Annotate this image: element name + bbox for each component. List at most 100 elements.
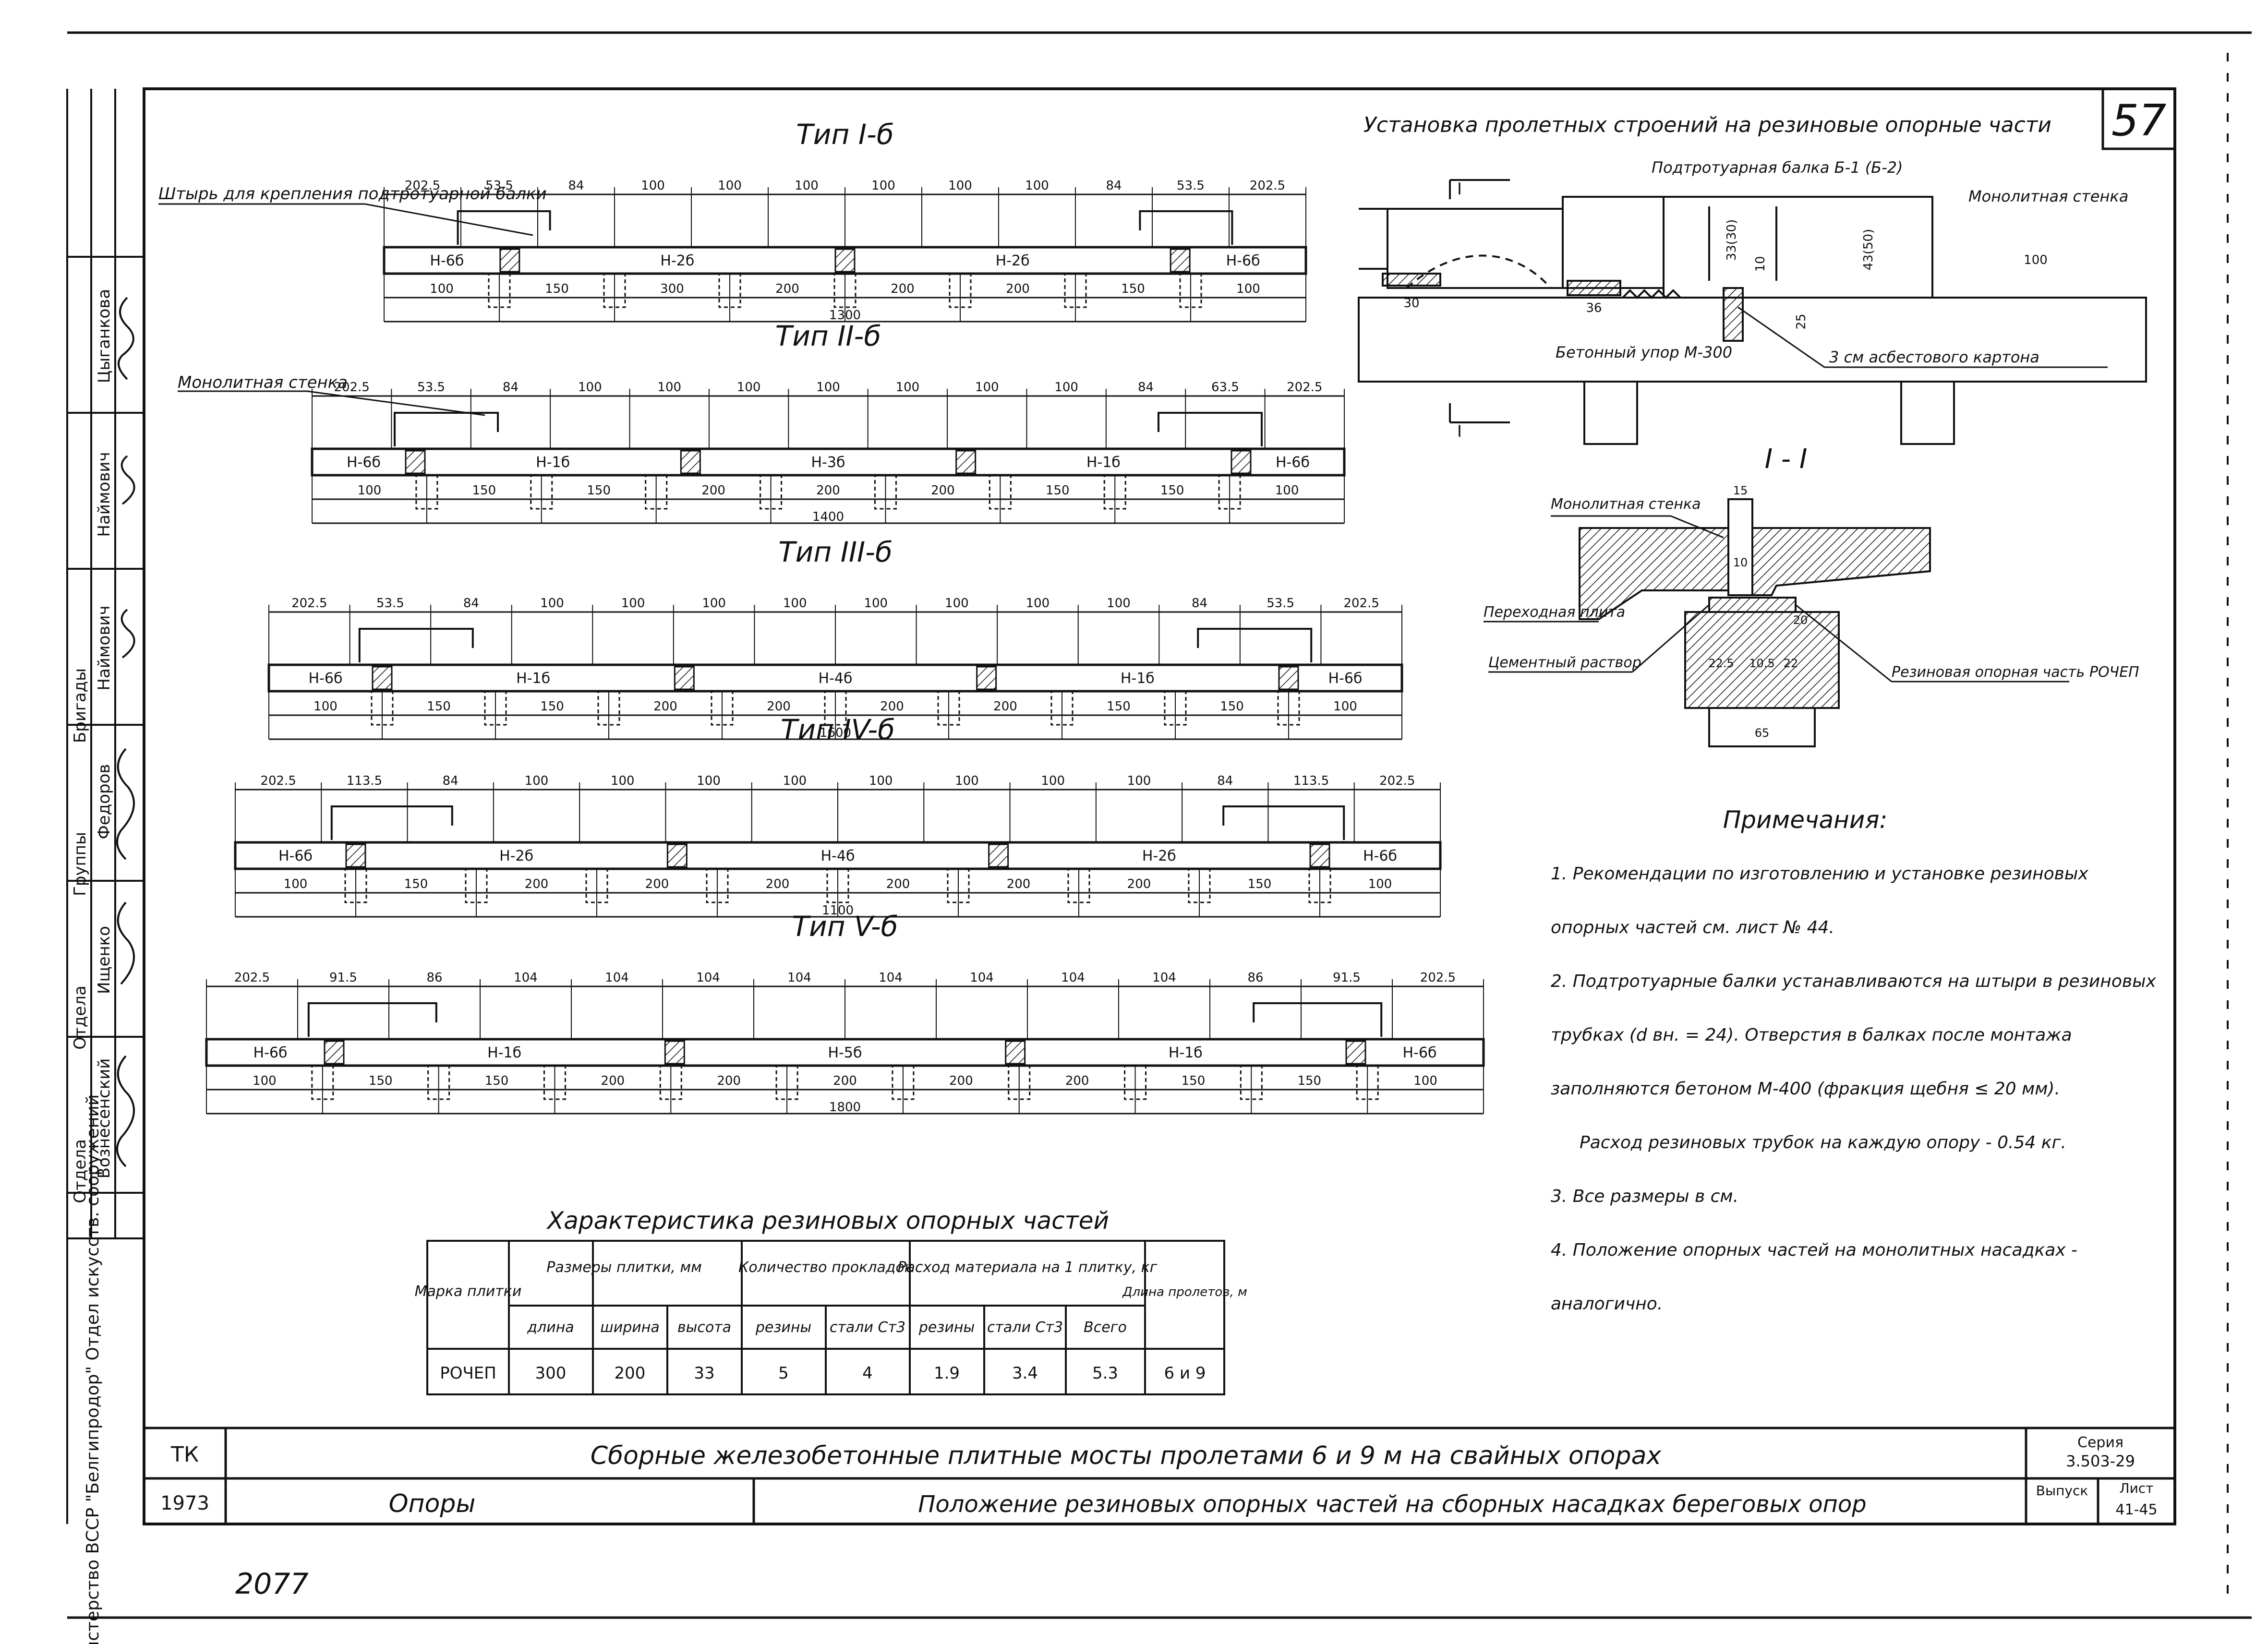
slab-label: Н-1б (536, 454, 570, 471)
dimension-label: 200 (701, 483, 725, 498)
svg-text:Серия: Серия (2077, 1434, 2123, 1451)
svg-text:резины: резины (755, 1319, 811, 1336)
dimension-label: 100 (657, 380, 681, 395)
svg-text:I: I (1457, 422, 1462, 441)
dimension-label: 200 (1065, 1074, 1089, 1088)
dimension-label: 100 (1041, 774, 1065, 788)
slab-label: Н-6б (278, 848, 313, 864)
dimension-label: 104 (970, 971, 994, 985)
dimension-label: 202.5 (291, 596, 327, 611)
dimension-label: 104 (787, 971, 811, 985)
dimension-label: 150 (1121, 282, 1145, 296)
dimension-label: 100 (955, 774, 979, 788)
svg-text:Лист: Лист (2120, 1480, 2154, 1496)
svg-text:Отдела: Отдела (71, 1139, 90, 1203)
dimension-label: 113.5 (347, 774, 382, 788)
svg-text:Наймович: Наймович (95, 605, 114, 690)
dimension-label: 150 (1182, 1074, 1206, 1088)
section-view-title: Установка пролетных строений на резиновы… (1363, 113, 2051, 137)
dimension-label: 84 (443, 774, 458, 788)
dimension-label: 86 (426, 971, 442, 985)
dimension-label: 200 (653, 699, 677, 714)
svg-text:1.9: 1.9 (934, 1364, 960, 1383)
sheet-number: 57 (2111, 96, 2167, 146)
title-block: ТК 1973 Сборные железобетонные плитные м… (144, 1428, 2175, 1524)
slab-label: Н-6б (430, 252, 464, 269)
dimension-label: 100 (1127, 774, 1151, 788)
dimension-label: 100 (358, 483, 382, 498)
total-length: 1300 (829, 308, 861, 323)
svg-text:5.3: 5.3 (1092, 1364, 1118, 1383)
dimension-label: 100 (871, 179, 895, 193)
slab-label: Н-2б (996, 252, 1030, 269)
dimension-label: 200 (525, 877, 549, 891)
dimension-label: 53.5 (376, 596, 404, 611)
dimension-label: 200 (891, 282, 915, 296)
svg-text:Размеры плитки, мм: Размеры плитки, мм (546, 1259, 702, 1276)
dimension-label: 200 (645, 877, 669, 891)
dimension-label: 150 (1220, 699, 1244, 714)
svg-text:10: 10 (1753, 256, 1768, 272)
slab-label: Н-4б (821, 848, 855, 864)
svg-text:22: 22 (1784, 657, 1798, 670)
dimension-label: 150 (1107, 699, 1131, 714)
dimension-label: 100 (284, 877, 308, 891)
series-number: 3.503-29 (2066, 1452, 2135, 1470)
dimension-label: 150 (545, 282, 569, 296)
svg-text:43(50): 43(50) (1861, 229, 1876, 270)
dimension-label: 202.5 (405, 179, 440, 193)
svg-text:200: 200 (615, 1364, 646, 1383)
dimension-label: 100 (430, 282, 454, 296)
total-length: 1600 (820, 726, 851, 740)
svg-text:Наймович: Наймович (95, 452, 114, 537)
dimension-label: 100 (783, 774, 807, 788)
dimension-label: 100 (737, 380, 761, 395)
concrete-stop-label: Бетонный упор М-300 (1556, 343, 1732, 361)
svg-text:Монолитная стенка: Монолитная стенка (1551, 496, 1701, 513)
stamp-tk: ТК (170, 1442, 199, 1467)
svg-text:Количество прокладок: Количество прокладок (738, 1259, 913, 1276)
sheet-frame (67, 31, 2252, 1619)
dimension-label: 84 (1106, 179, 1122, 193)
dimension-label: 53.5 (1177, 179, 1205, 193)
dimension-label: 104 (879, 971, 903, 985)
total-length: 1100 (822, 903, 854, 918)
dimension-label: 150 (587, 483, 611, 498)
dimension-label: 104 (605, 971, 629, 985)
svg-text:4: 4 (862, 1364, 873, 1383)
slab-label: Н-1б (1169, 1044, 1203, 1061)
dimension-label: 104 (514, 971, 538, 985)
svg-text:36: 36 (1586, 301, 1602, 315)
svg-text:20: 20 (1793, 613, 1808, 627)
cross-section-I-I: I - I Монолитная стенка Переходная плита… (1484, 444, 2139, 747)
dimension-label: 202.5 (260, 774, 296, 788)
svg-text:Резиновая опорная часть РОЧЕП: Резиновая опорная часть РОЧЕП (1892, 664, 2139, 681)
slab-label: Н-6б (1276, 454, 1310, 471)
slab-label: Н-6б (253, 1044, 288, 1061)
bearing-installation-view: Установка пролетных строений на резиновы… (1358, 113, 2147, 445)
dimension-label: 91.5 (329, 971, 357, 985)
plan-title: Тип I-б (796, 118, 893, 151)
asbestos-label: 3 см асбестового картона (1829, 348, 2039, 366)
monolith-wall-label: Монолитная стенка (1968, 187, 2128, 205)
dimension-label: 202.5 (1379, 774, 1415, 788)
drawing-title: Положение резиновых опорных частей на сб… (918, 1491, 1866, 1518)
svg-text:10.5: 10.5 (1749, 657, 1774, 670)
approval-names: Цыганкова Наймович Наймович Федоров Ищен… (95, 289, 114, 1179)
dimension-label: 150 (472, 483, 496, 498)
dimension-label: 100 (611, 774, 635, 788)
dimension-label: 84 (1138, 380, 1154, 395)
dimension-label: 200 (816, 483, 840, 498)
table-title: Характеристика резиновых опорных частей (546, 1207, 1109, 1235)
svg-text:Группы: Группы (71, 832, 90, 896)
dimension-label: 63.5 (1211, 380, 1239, 395)
dimension-label: 150 (540, 699, 564, 714)
dimension-label: 53.5 (485, 179, 513, 193)
svg-text:Вознесенский: Вознесенский (95, 1058, 114, 1179)
dimension-label: 100 (1026, 596, 1050, 611)
svg-text:ширина: ширина (600, 1319, 660, 1336)
stamp-year: 1973 (160, 1492, 209, 1514)
slab-label: Н-2б (660, 252, 694, 269)
slab-label: Н-1б (516, 670, 550, 687)
approval-roles: Отдела Отдела Группы Бригады (71, 668, 90, 1203)
